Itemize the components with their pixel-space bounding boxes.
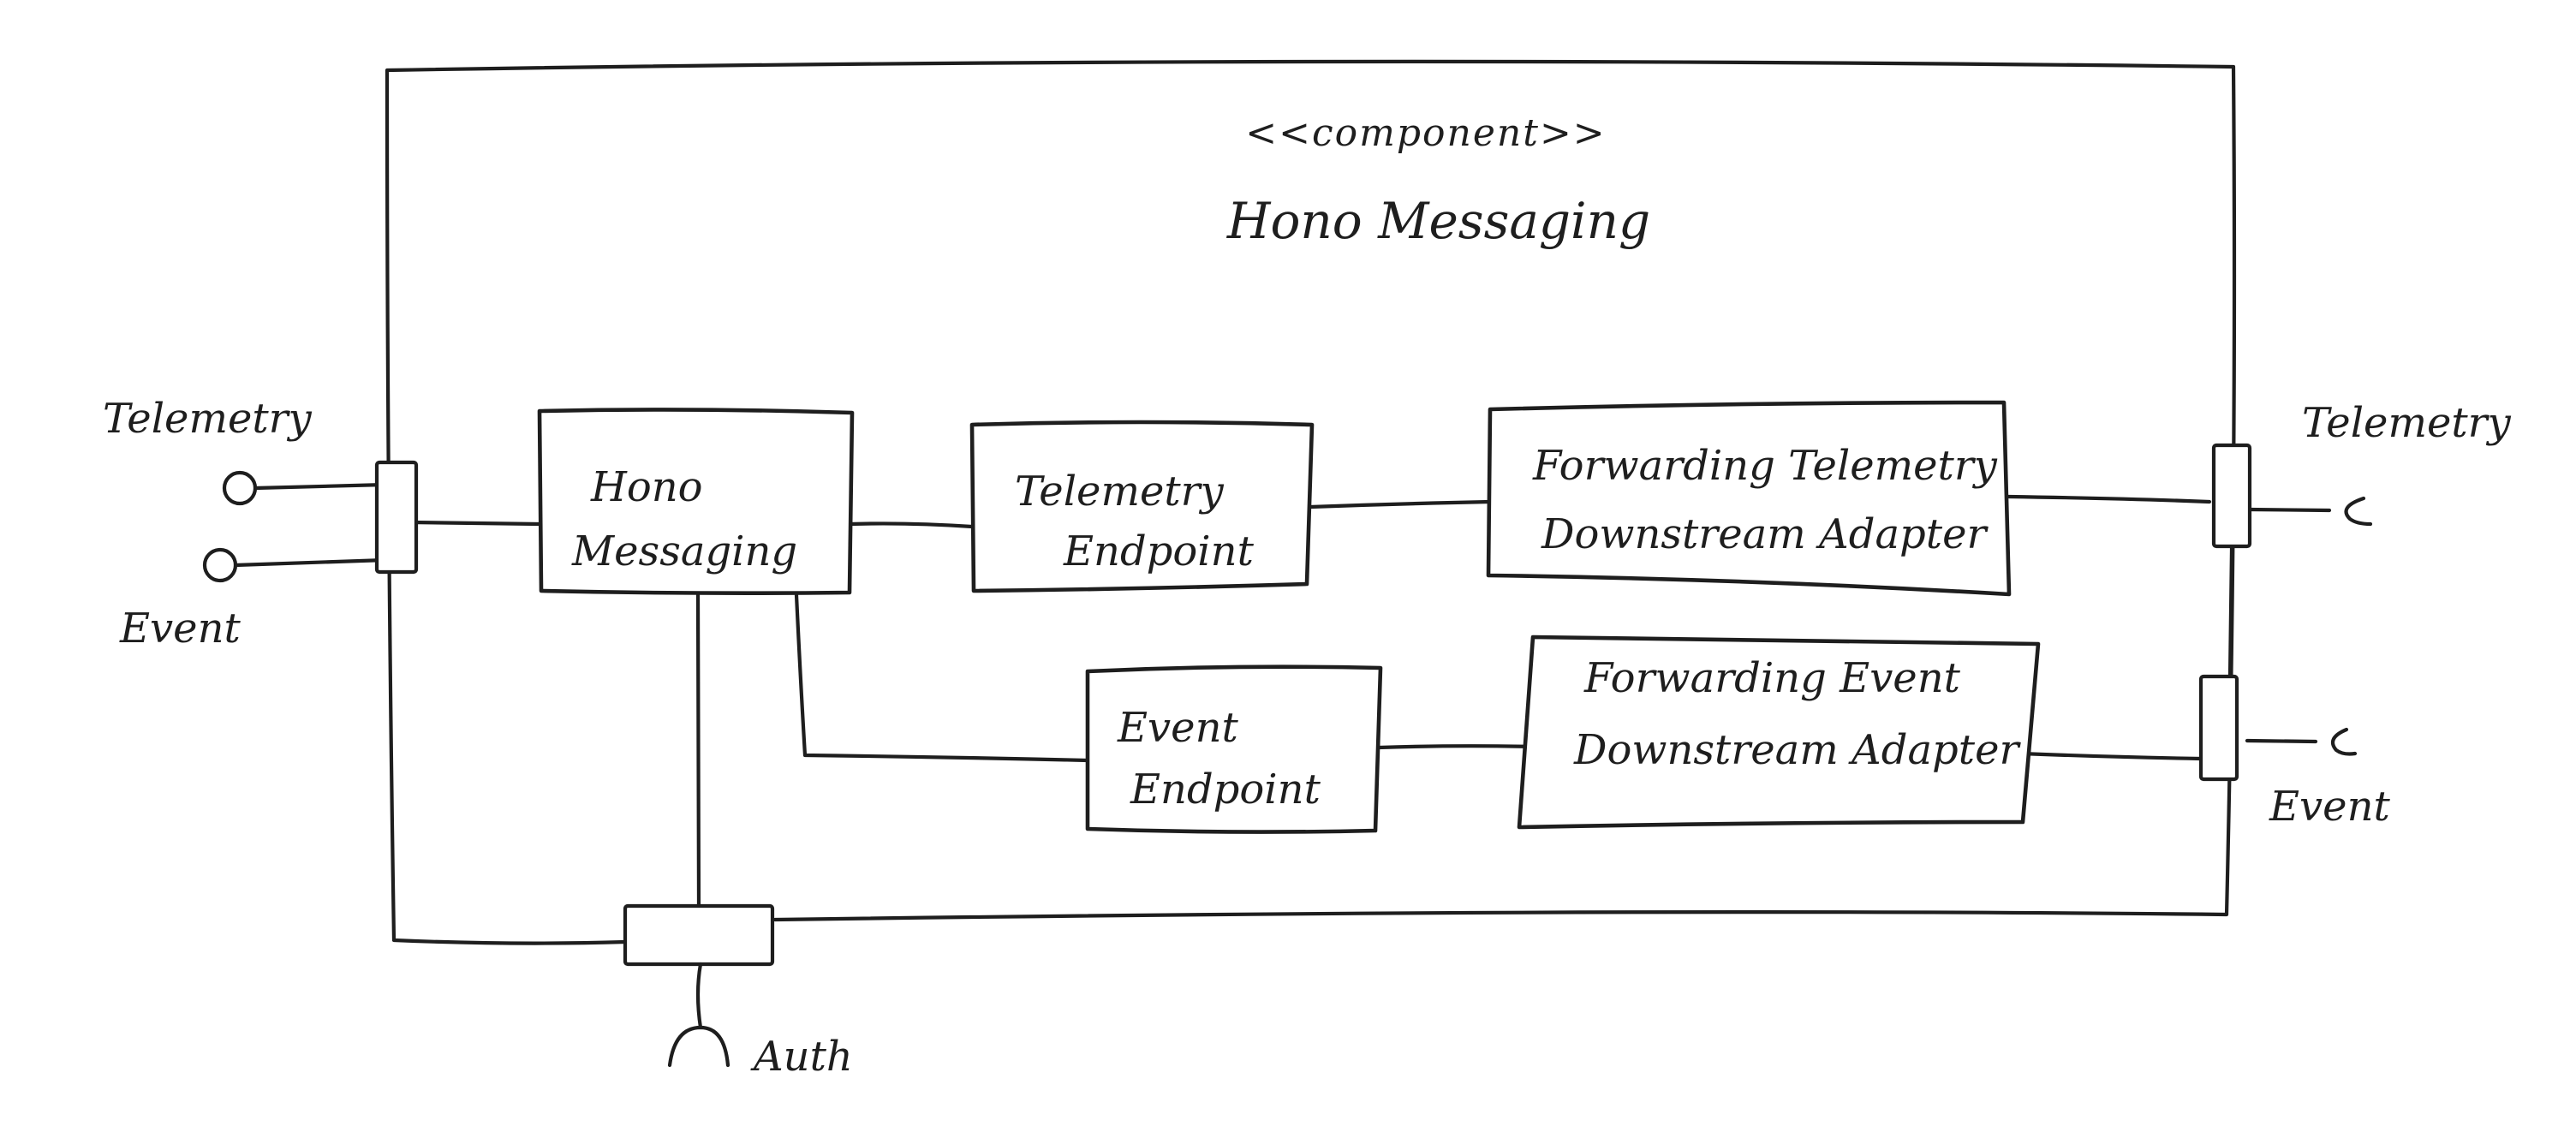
component-boundary [385, 59, 2237, 945]
lollipop-telemetry-icon [222, 470, 258, 506]
box-hono-messaging: Hono Messaging [537, 408, 855, 595]
port-right-telemetry [2211, 443, 2252, 549]
connector-event-endpoint-to-forwarding [1376, 744, 1535, 750]
connector-port-to-hono [408, 520, 542, 527]
port-left [374, 460, 419, 575]
label-provided-event: Event [119, 605, 241, 652]
component-stereotype: <<component>> [1245, 111, 1606, 155]
svg-text:Forwarding Event: Forwarding Event [1583, 654, 1961, 702]
svg-text:Endpoint: Endpoint [1063, 527, 1255, 575]
lollipop-event-icon [202, 547, 238, 583]
label-required-auth: Auth [750, 1033, 853, 1081]
connector-hono-to-event-endpoint [794, 593, 1090, 763]
socket-event-icon [2330, 727, 2358, 756]
svg-text:Telemetry: Telemetry [1015, 468, 1225, 515]
label-provided-telemetry: Telemetry [103, 395, 313, 443]
required-interfaces-right [2245, 496, 2373, 756]
svg-text:Downstream Adapter: Downstream Adapter [1573, 726, 2021, 774]
port-right-event [2198, 674, 2239, 782]
socket-telemetry-icon [2344, 496, 2373, 527]
svg-text:Forwarding Telemetry: Forwarding Telemetry [1532, 442, 1998, 490]
box-event-endpoint: Event Endpoint [1085, 664, 1383, 834]
label-required-event: Event [2269, 783, 2390, 831]
connector-hono-to-auth-port [695, 593, 701, 910]
required-interface-auth [667, 962, 730, 1068]
box-telemetry-endpoint: Telemetry Endpoint [969, 420, 1315, 593]
connector-forwarding-telemetry-to-port [2006, 494, 2212, 504]
connectors [408, 494, 2234, 910]
label-required-telemetry: Telemetry [2302, 399, 2512, 447]
svg-text:Messaging: Messaging [571, 527, 797, 575]
svg-text:Downstream Adapter: Downstream Adapter [1541, 510, 1989, 558]
connector-hono-to-telemetry-endpoint [847, 521, 975, 529]
box-forwarding-telemetry: Forwarding Telemetry Downstream Adapter [1486, 400, 2012, 597]
socket-auth-icon [667, 1025, 730, 1068]
svg-text:Event: Event [1117, 704, 1238, 752]
connector-forwarding-event-to-port [2018, 751, 2203, 761]
connector-telemetry-endpoint-to-forwarding [1308, 499, 1493, 509]
component-name: Hono Messaging [1226, 192, 1650, 250]
connector-port-telemetry-to-port-event [2227, 545, 2234, 679]
svg-text:Hono: Hono [590, 463, 703, 511]
svg-text:Endpoint: Endpoint [1130, 766, 1321, 813]
port-bottom-auth [623, 903, 775, 967]
provided-interfaces [202, 470, 388, 583]
box-forwarding-event: Forwarding Event Downstream Adapter [1517, 635, 2041, 830]
